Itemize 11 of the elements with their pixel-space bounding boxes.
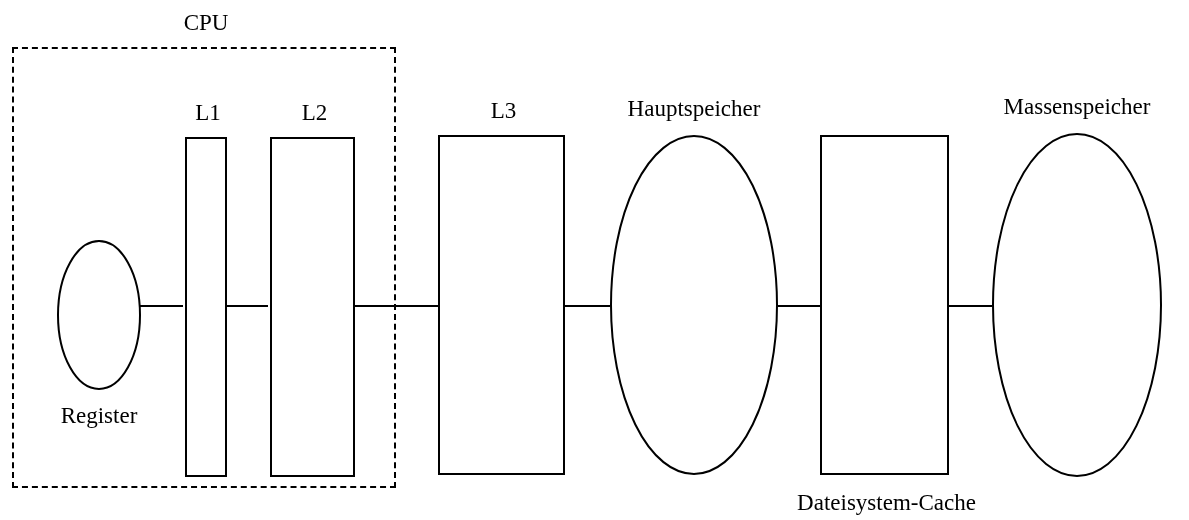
node-label: L1 (194, 101, 222, 124)
node-label: Register (59, 404, 139, 427)
node-label: CPU (182, 11, 230, 34)
node-label: L2 (300, 101, 329, 124)
node-label: Massenspeicher (1002, 95, 1152, 118)
connector-line (564, 305, 611, 307)
node-label: Hauptspeicher (626, 97, 762, 120)
node-label: L3 (489, 99, 518, 122)
connector-line (948, 305, 993, 307)
node-label: Dateisystem-Cache (796, 491, 977, 514)
connector-line (777, 305, 821, 307)
